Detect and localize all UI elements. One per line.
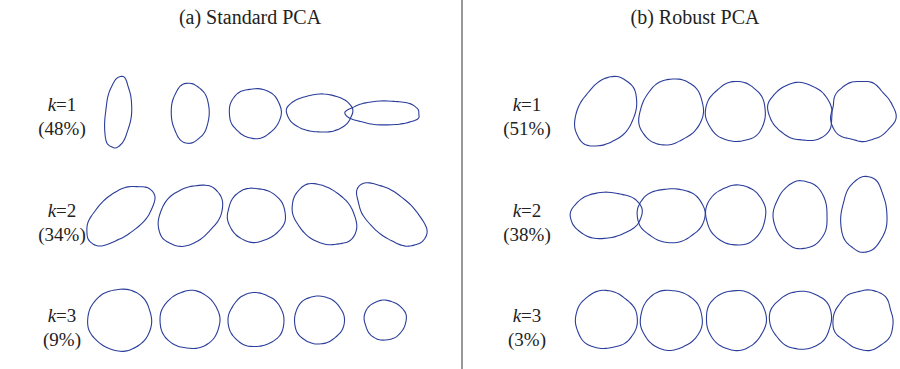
shape-outline (841, 176, 887, 252)
component-label: k=1 (513, 95, 542, 116)
shape-outline (158, 185, 223, 246)
shape-outline (295, 296, 345, 344)
variance-percent: (9%) (43, 330, 81, 351)
shape-outline (357, 183, 428, 247)
variance-percent: (51%) (503, 119, 550, 140)
shape-outline (833, 290, 893, 351)
component-label: k=3 (48, 306, 77, 327)
shape-outline (706, 291, 766, 351)
shape-outline (105, 76, 132, 148)
shape-outline (345, 101, 419, 125)
variance-percent: (3%) (508, 330, 546, 351)
shape-outline (228, 292, 284, 346)
component-label: k=3 (513, 306, 542, 327)
variance-percent: (48%) (38, 119, 85, 140)
component-label: k=2 (48, 201, 77, 222)
shape-outline (364, 300, 406, 340)
shape-outline (769, 291, 831, 349)
shape-outline (160, 290, 220, 348)
shape-outline (575, 76, 637, 146)
component-label: k=2 (513, 201, 542, 222)
shape-outline (87, 187, 155, 246)
variance-percent: (34%) (38, 225, 85, 246)
shape-outline (640, 290, 702, 350)
shape-outline (773, 181, 827, 249)
shape-outline (171, 83, 209, 143)
shape-modes (87, 76, 896, 351)
shape-outline (768, 82, 832, 140)
shape-outline (705, 81, 765, 141)
shape-outline (229, 89, 281, 139)
shape-outline (227, 188, 285, 242)
shape-outline (706, 185, 766, 245)
shape-outline (575, 290, 637, 348)
shape-outline (88, 289, 152, 351)
shape-outline (637, 189, 705, 243)
panel-heading: (a) Standard PCA (179, 6, 321, 28)
shape-outline (286, 94, 353, 132)
shape-outline (292, 183, 357, 244)
shape-outline (570, 192, 642, 238)
component-label: k=1 (48, 95, 77, 116)
variance-percent: (38%) (503, 225, 550, 246)
shape-outline (639, 79, 704, 145)
shape-outline (831, 81, 897, 141)
panel-divider (462, 0, 463, 369)
panel-heading: (b) Robust PCA (631, 6, 760, 28)
